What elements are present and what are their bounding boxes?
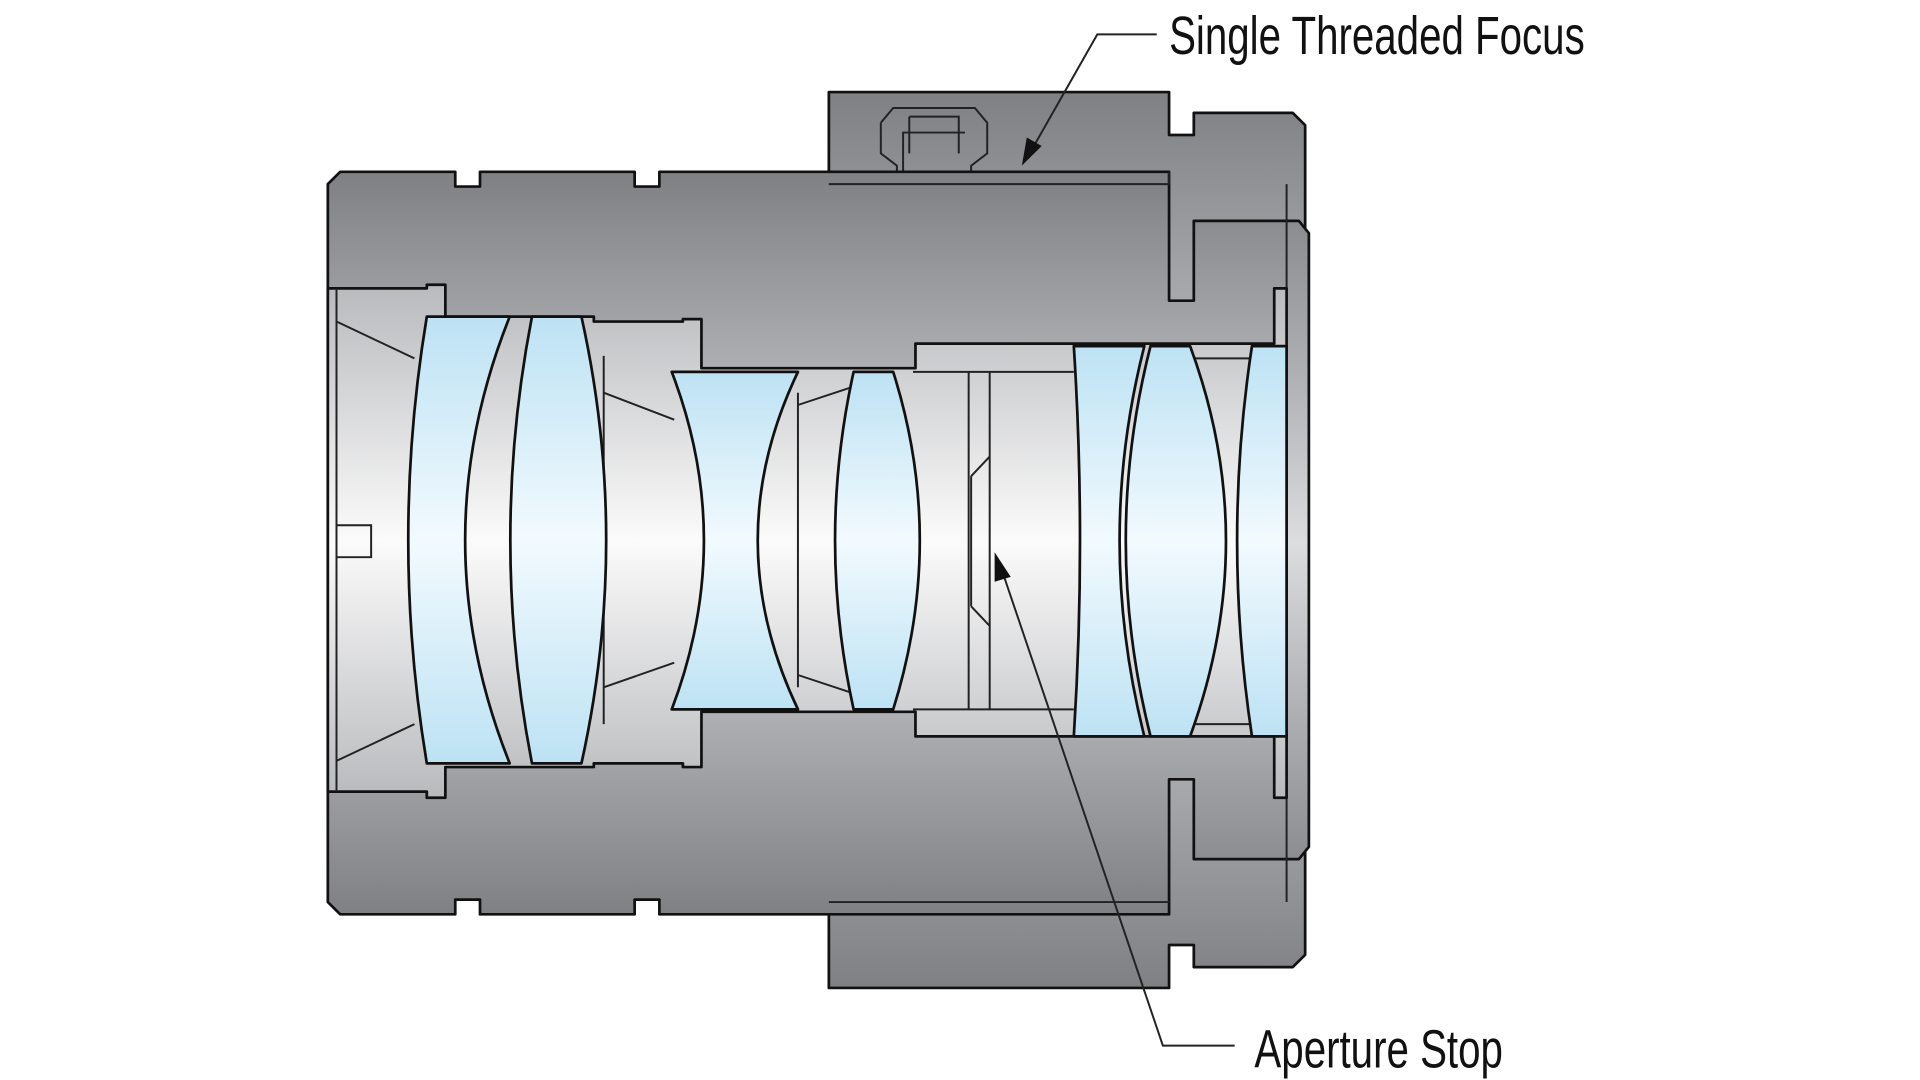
lens-2 <box>508 315 608 765</box>
lens-1 <box>406 315 512 765</box>
label-single-threaded-focus: Single Threaded Focus <box>1169 6 1585 66</box>
focus-leader <box>1021 33 1157 166</box>
lens-7 <box>1235 344 1288 738</box>
lens-elements <box>406 315 1288 765</box>
arrowhead-icon <box>1021 137 1042 166</box>
arrowhead-icon <box>994 552 1011 582</box>
lens-4 <box>833 370 922 711</box>
lens-3 <box>670 370 800 711</box>
lens-5 <box>1072 344 1146 738</box>
aperture-leader <box>994 552 1235 1047</box>
label-aperture-stop: Aperture Stop <box>1254 1020 1502 1080</box>
lens-6 <box>1124 344 1228 738</box>
